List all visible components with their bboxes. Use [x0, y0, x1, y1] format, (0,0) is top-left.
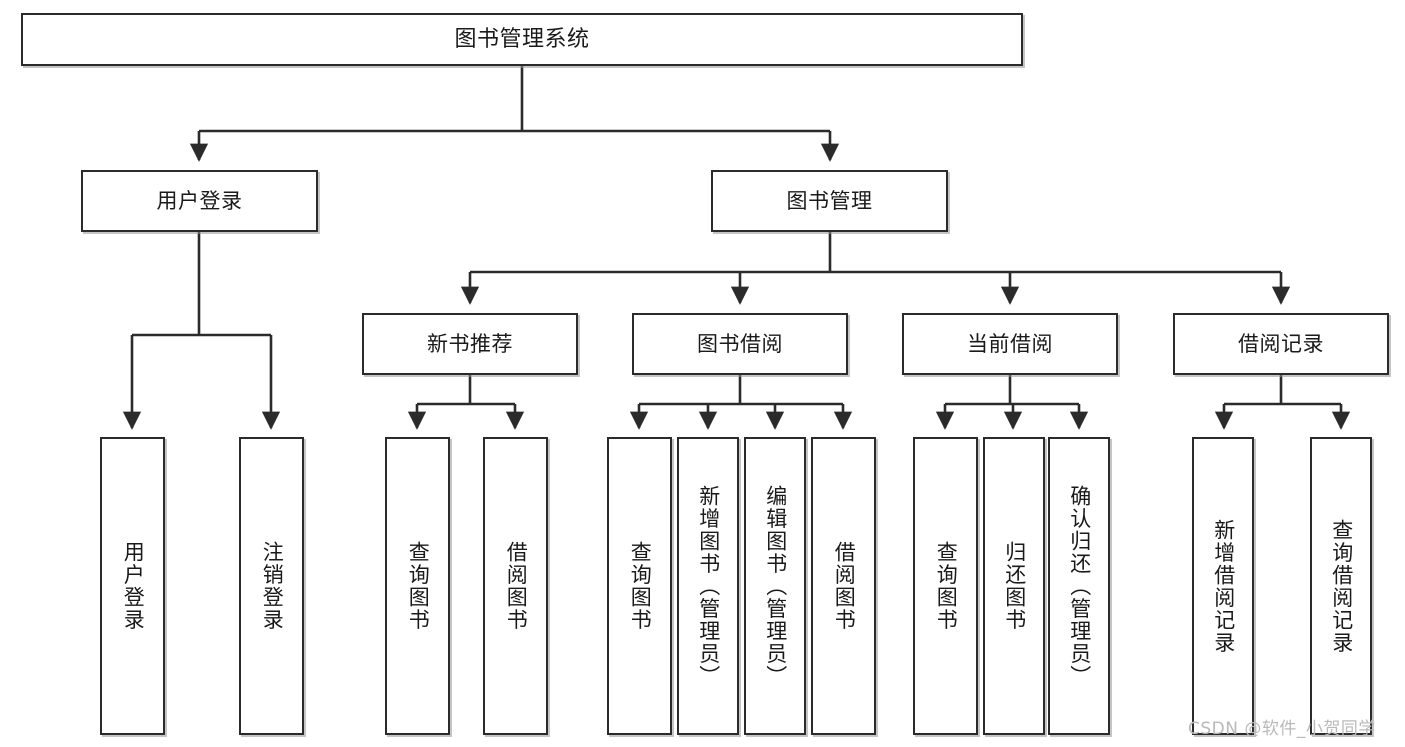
node-label: 归还图书: [1002, 541, 1027, 631]
node-label: 当前借阅: [967, 331, 1053, 356]
node-label: 查询图书: [628, 541, 653, 631]
leaf-records-query-record[interactable]: 查询借阅记录: [1310, 437, 1372, 735]
leaf-records-add-record[interactable]: 新增借阅记录: [1192, 437, 1254, 735]
node-user-login[interactable]: 用户登录: [81, 170, 318, 232]
leaf-current-return-book[interactable]: 归还图书: [983, 437, 1045, 735]
node-current-borrow[interactable]: 当前借阅: [902, 313, 1118, 375]
watermark: CSDN @软件_小贺同学: [1188, 719, 1376, 739]
node-label: 图书管理: [786, 188, 873, 213]
node-label: 新书推荐: [427, 331, 513, 356]
node-label: 借阅记录: [1238, 331, 1324, 356]
node-book-management[interactable]: 图书管理: [711, 170, 948, 232]
leaf-borrow-borrow-book[interactable]: 借阅图书: [811, 437, 876, 735]
node-label: 图书管理系统: [454, 26, 590, 52]
node-label: 确认归还（管理员）: [1067, 484, 1092, 688]
node-book-borrow[interactable]: 图书借阅: [632, 313, 848, 375]
node-label: 用户登录: [121, 541, 146, 631]
leaf-user-login-signout[interactable]: 注销登录: [239, 437, 304, 735]
leaf-user-login-signin[interactable]: 用户登录: [100, 437, 165, 735]
node-label: 借阅图书: [832, 541, 857, 631]
node-borrow-records[interactable]: 借阅记录: [1173, 313, 1389, 375]
node-label: 借阅图书: [504, 541, 529, 631]
leaf-borrow-query-book[interactable]: 查询图书: [607, 437, 672, 735]
node-root-system[interactable]: 图书管理系统: [21, 13, 1023, 66]
node-new-book-recommend[interactable]: 新书推荐: [362, 313, 578, 375]
node-label: 新增图书（管理员）: [696, 484, 721, 688]
leaf-borrow-edit-book-admin[interactable]: 编辑图书（管理员）: [744, 437, 806, 735]
leaf-recommend-borrow-book[interactable]: 借阅图书: [483, 437, 548, 735]
leaf-recommend-query-book[interactable]: 查询图书: [385, 437, 450, 735]
node-label: 注销登录: [260, 541, 285, 631]
node-label: 用户登录: [156, 188, 243, 213]
node-label: 查询图书: [934, 541, 959, 631]
node-label: 查询图书: [406, 541, 431, 631]
leaf-current-confirm-return-admin[interactable]: 确认归还（管理员）: [1048, 437, 1110, 735]
leaf-current-query-book[interactable]: 查询图书: [913, 437, 978, 735]
node-label: 查询借阅记录: [1329, 518, 1354, 654]
node-label: 编辑图书（管理员）: [763, 484, 788, 688]
node-label: 图书借阅: [697, 331, 783, 356]
leaf-borrow-add-book-admin[interactable]: 新增图书（管理员）: [677, 437, 739, 735]
node-label: 新增借阅记录: [1211, 518, 1236, 654]
